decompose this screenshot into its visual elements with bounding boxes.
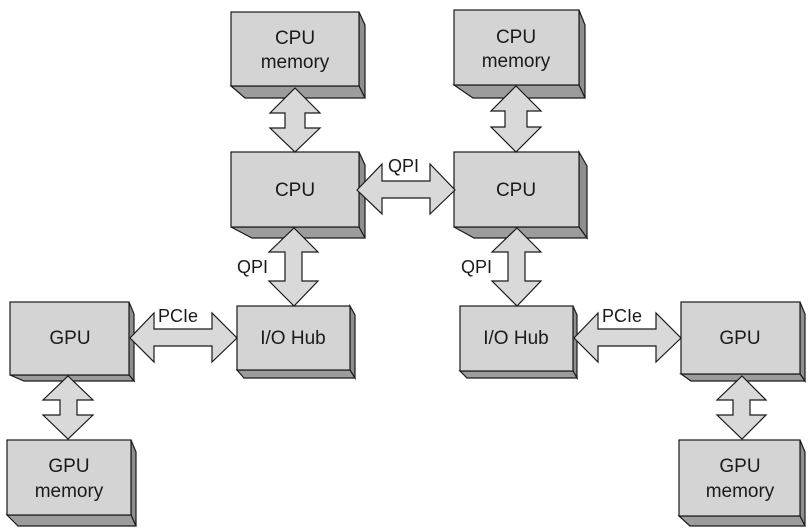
node-label: GPU xyxy=(49,328,90,349)
node-label: CPU xyxy=(496,180,536,201)
node-gpu-left: GPU xyxy=(9,301,136,383)
node-label: GPU xyxy=(48,456,89,477)
node-cpu-memory-left: CPU memory xyxy=(229,11,366,99)
link-label-qpi: QPI xyxy=(461,257,492,277)
link-arrow-gpu-memory-right xyxy=(715,375,768,440)
node-label: CPU xyxy=(275,180,315,201)
node-cpu-right: CPU xyxy=(453,149,589,240)
node-label: I/O Hub xyxy=(483,328,548,349)
link-label-pcie: PCIe xyxy=(602,306,642,326)
node-label: memory xyxy=(35,481,104,502)
link-arrow-cpu-iohub-left xyxy=(267,227,320,307)
node-label: CPU xyxy=(496,27,536,48)
link-arrow-cpu-memory-left xyxy=(268,87,322,153)
link-label-qpi: QPI xyxy=(237,257,268,277)
link-label-qpi: QPI xyxy=(388,156,419,176)
link-arrow-iohub-gpu-right xyxy=(573,311,682,364)
link-arrow-iohub-gpu-left xyxy=(129,311,238,364)
node-cpu-left: CPU xyxy=(230,151,367,239)
node-label: memory xyxy=(482,51,551,72)
link-arrow-cpu-memory-right xyxy=(489,85,543,153)
node-gpu-right: GPU xyxy=(679,301,807,383)
link-arrow-cpu-iohub-right xyxy=(490,227,543,307)
link-arrow-cpu-cpu xyxy=(356,162,456,216)
node-io-hub-left: I/O Hub xyxy=(235,303,357,381)
node-label: I/O Hub xyxy=(260,328,325,349)
link-arrow-gpu-memory-left xyxy=(41,375,95,440)
node-label: GPU xyxy=(719,456,760,477)
node-label: memory xyxy=(706,481,775,502)
node-gpu-memory-right: GPU memory xyxy=(677,439,806,527)
node-cpu-memory-right: CPU memory xyxy=(452,9,586,99)
node-io-hub-right: I/O Hub xyxy=(458,305,579,381)
node-label: GPU xyxy=(719,328,760,349)
node-label: memory xyxy=(261,52,330,73)
node-label: CPU xyxy=(275,28,315,49)
node-gpu-memory-left: GPU memory xyxy=(5,439,137,527)
link-label-pcie: PCIe xyxy=(158,306,198,326)
